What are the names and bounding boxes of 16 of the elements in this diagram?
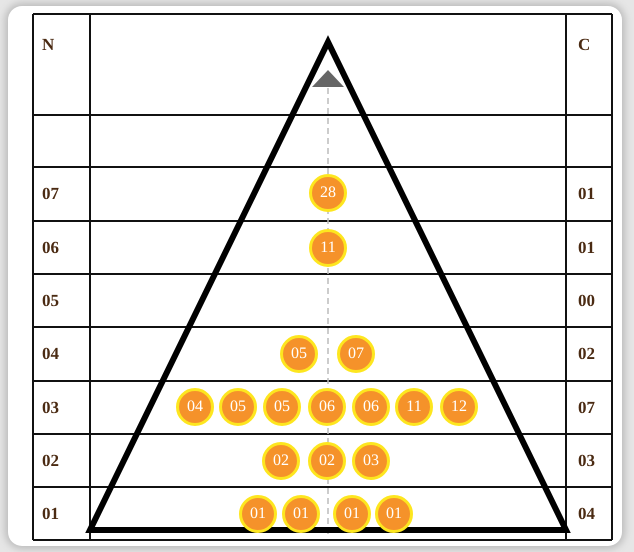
row-value: 00: [578, 290, 595, 310]
row-value: 01: [578, 238, 595, 258]
row-value: 06: [42, 238, 59, 258]
row-value: 01: [578, 184, 595, 204]
row-value: 05: [42, 290, 59, 310]
column-header: C: [578, 35, 590, 55]
row-value: 04: [578, 504, 595, 524]
row-value: 02: [578, 344, 595, 364]
row-value: 02: [42, 450, 59, 470]
row-value: 04: [42, 344, 59, 364]
row-value: 07: [42, 184, 59, 204]
column-header: N: [42, 35, 54, 55]
row-value: 03: [578, 450, 595, 470]
row-value: 01: [42, 504, 59, 524]
row-value: 07: [578, 398, 595, 418]
row-value: 03: [42, 398, 59, 418]
